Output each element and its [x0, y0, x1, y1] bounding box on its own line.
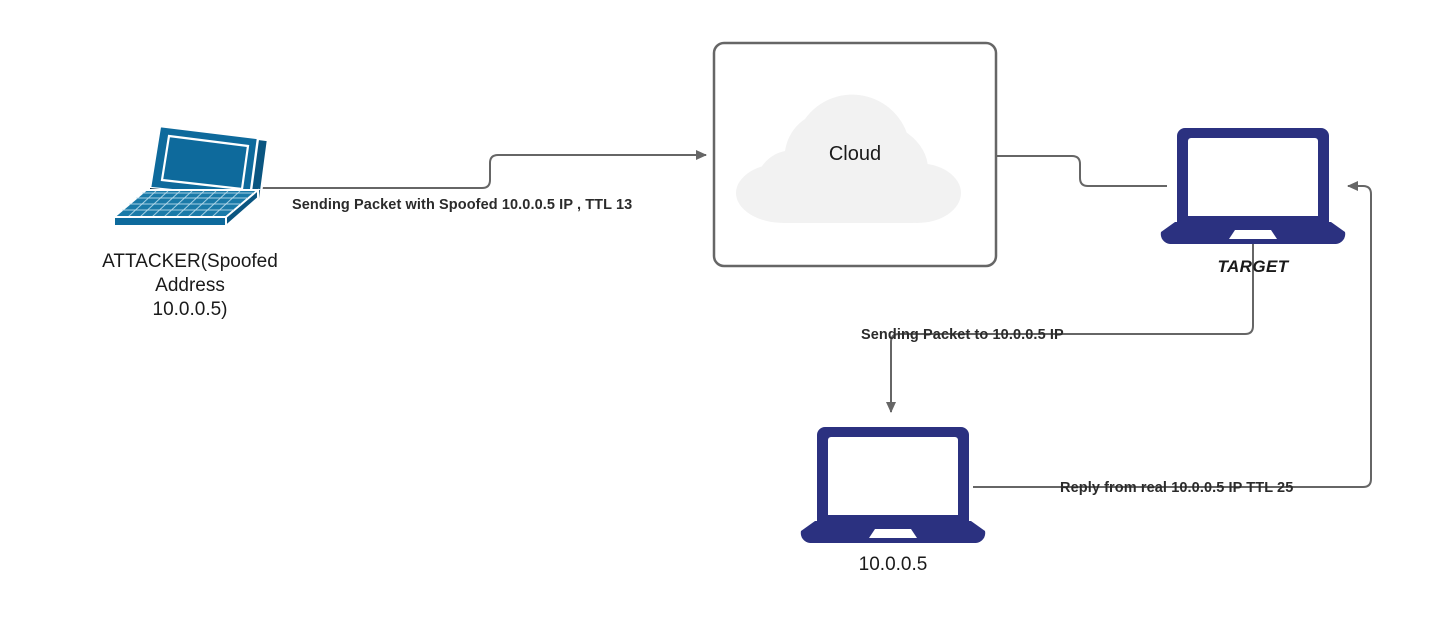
node-victim[interactable] [795, 425, 991, 547]
edge-cloud-to-target [996, 155, 1167, 187]
node-cloud[interactable]: Cloud [712, 41, 998, 268]
attacker-caption: ATTACKER(Spoofed Address 10.0.0.5) [102, 251, 278, 320]
laptop-front-icon [800, 427, 986, 543]
edge-attacker-to-cloud [262, 150, 707, 189]
laptop-front-icon [1160, 128, 1346, 244]
edge-target-to-victim [886, 243, 1254, 413]
node-target[interactable] [1155, 126, 1351, 248]
edge-label-victim-to-target: Reply from real 10.0.0.5 IP TTL 25 [1060, 480, 1294, 496]
victim-caption: 10.0.0.5 [858, 554, 928, 575]
cloud-label: Cloud [828, 143, 882, 165]
edge-label-attacker-to-cloud: Sending Packet with Spoofed 10.0.0.5 IP … [292, 197, 633, 213]
target-caption: TARGET [1217, 257, 1289, 276]
node-attacker[interactable] [108, 122, 273, 230]
cloud-icon [736, 94, 961, 223]
laptop-isometric-icon [111, 124, 270, 227]
edge-label-target-to-victim: Sending Packet to 10.0.0.5 IP [861, 327, 1064, 343]
cloud-container-box [712, 41, 998, 268]
edge-victim-to-target [973, 181, 1372, 488]
